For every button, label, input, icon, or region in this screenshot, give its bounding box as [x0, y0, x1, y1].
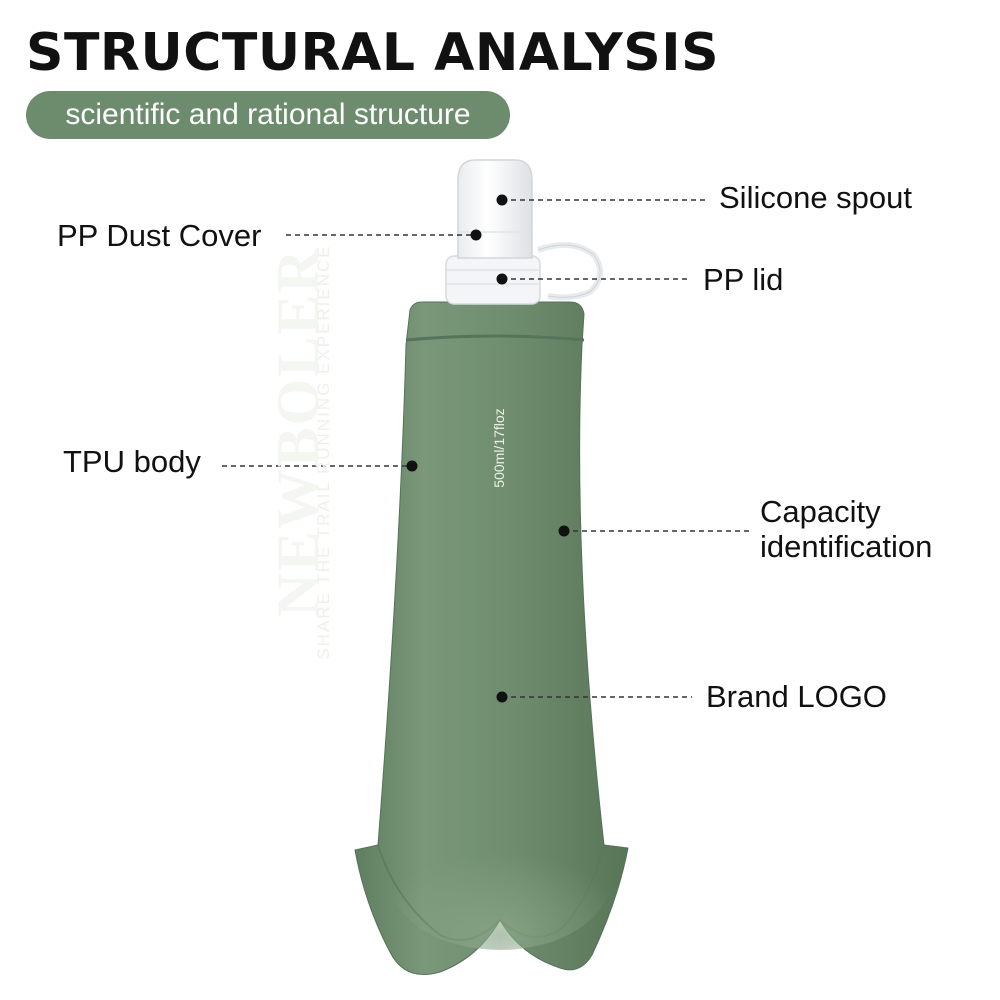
- label-tpu-body: TPU body: [63, 444, 201, 479]
- silicone-spout-shape: [457, 159, 533, 259]
- dot-tpu-body: [406, 460, 418, 472]
- label-pp-dust-cover: PP Dust Cover: [57, 218, 262, 253]
- label-brand-logo: Brand LOGO: [706, 679, 887, 714]
- pp-lid-shape: [445, 255, 541, 305]
- body-top-seam: [405, 334, 585, 342]
- capacity-marking: 500ml/17floz: [491, 408, 507, 488]
- dot-brand-logo: [496, 691, 508, 703]
- label-capacity-line2: identification: [760, 529, 933, 564]
- label-silicone-spout: Silicone spout: [719, 180, 913, 215]
- page-title: STRUCTURAL ANALYSIS: [26, 23, 720, 83]
- dot-capacity: [558, 525, 570, 537]
- bottle-tagline: SHARE THE TRAIL RUNNING EXPERIENCE: [314, 244, 333, 660]
- dot-pp-lid: [496, 273, 508, 285]
- dot-silicone-spout: [496, 194, 508, 206]
- label-capacity-line1: Capacity: [760, 494, 881, 529]
- label-pp-lid: PP lid: [703, 262, 784, 297]
- tpu-body-shape: [354, 301, 629, 975]
- subtitle-badge: scientific and rational structure: [26, 91, 510, 139]
- dot-pp-dust-cover: [470, 229, 482, 241]
